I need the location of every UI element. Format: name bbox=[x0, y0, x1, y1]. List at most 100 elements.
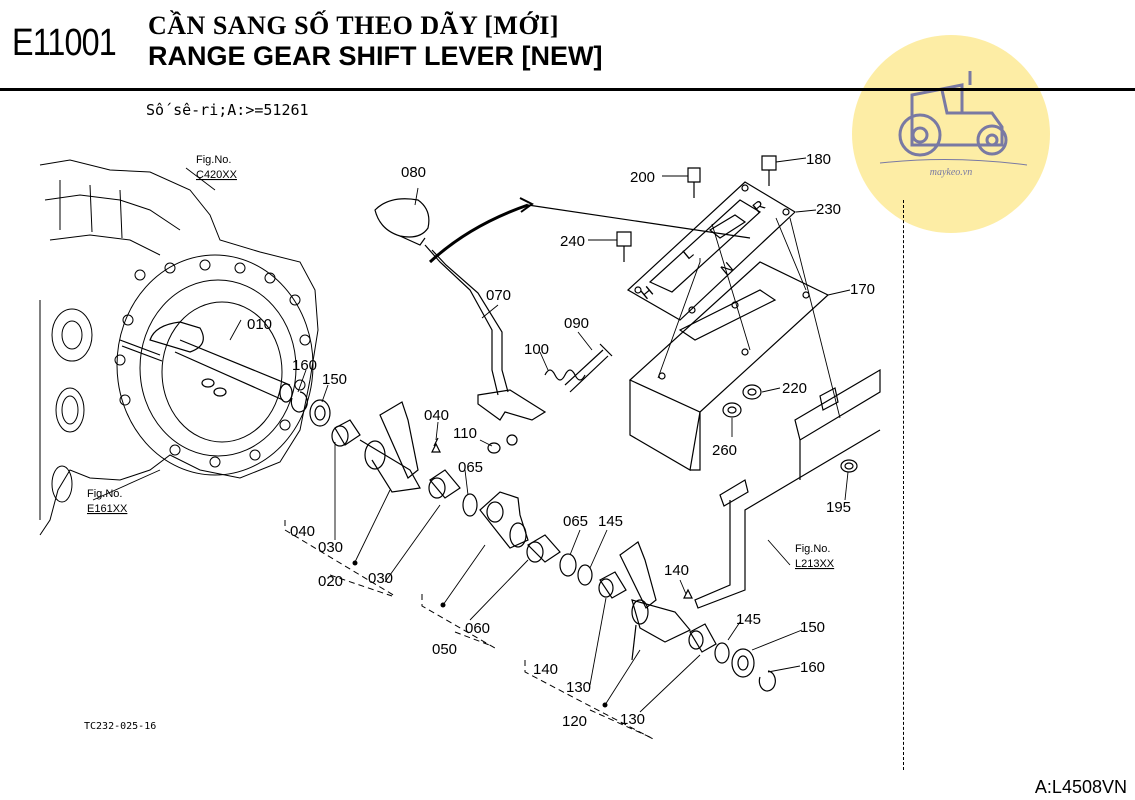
part-080-knob bbox=[374, 198, 430, 246]
callout-010: 010 bbox=[247, 316, 272, 333]
transmission-housing bbox=[39, 159, 319, 536]
part-145-ring-right bbox=[714, 642, 730, 664]
callout-145-upper: 145 bbox=[598, 513, 623, 530]
part-220-nut bbox=[742, 384, 762, 400]
callout-080: 080 bbox=[401, 164, 426, 181]
part-030-bushing-right bbox=[428, 469, 461, 499]
page-reference: A:L4508VN bbox=[1034, 777, 1127, 797]
part-060-shift-hub bbox=[479, 491, 529, 549]
part-145-ring-left bbox=[577, 564, 593, 586]
part-160-circlip-right bbox=[758, 670, 776, 692]
callout-220: 220 bbox=[782, 380, 807, 397]
gate-letters: H L N R bbox=[638, 197, 769, 303]
callout-140-upper: 140 bbox=[664, 562, 689, 579]
callout-145-lower: 145 bbox=[736, 611, 761, 628]
fig-ref-l213: Fig.No. L213XX bbox=[795, 543, 835, 570]
callout-150-left: 150 bbox=[322, 371, 347, 388]
part-090-bolt bbox=[564, 343, 613, 393]
callout-050: 050 bbox=[432, 641, 457, 658]
part-030-bushing-left bbox=[331, 419, 361, 447]
fig-ref-code: E161XX bbox=[87, 503, 128, 515]
gate-letter-r: R bbox=[750, 197, 769, 217]
part-040-grease-nipple bbox=[431, 437, 441, 453]
watermark-logo: maykeo.vn bbox=[852, 35, 1050, 233]
callout-040-upper: 040 bbox=[424, 407, 449, 424]
fig-ref-c420: Fig.No. C420XX bbox=[196, 154, 238, 181]
part-130-bushing-left bbox=[598, 571, 627, 599]
callout-160-right: 160 bbox=[800, 659, 825, 676]
group-leaders bbox=[334, 442, 701, 713]
fig-ref-label: Fig.No. bbox=[196, 154, 231, 166]
drawing-code: TC232-025-16 bbox=[84, 721, 157, 732]
callout-130-right: 130 bbox=[620, 711, 645, 728]
callout-030-right: 030 bbox=[368, 570, 393, 587]
fig-ref-label: Fig.No. bbox=[795, 543, 830, 555]
title-english: RANGE GEAR SHIFT LEVER [NEW] bbox=[148, 41, 603, 71]
callout-090: 090 bbox=[564, 315, 589, 332]
leader-lines bbox=[92, 157, 851, 673]
callout-230: 230 bbox=[816, 201, 841, 218]
part-065-ring-right bbox=[559, 553, 577, 577]
fig-ref-label: Fig.No. bbox=[87, 488, 122, 500]
part-150-washer-right bbox=[731, 648, 755, 678]
page-divider bbox=[903, 200, 904, 770]
logo-text: maykeo.vn bbox=[929, 167, 973, 178]
part-020-range-lever bbox=[359, 401, 421, 493]
part-130-bushing-right bbox=[688, 623, 717, 653]
part-100-spring bbox=[544, 369, 586, 381]
part-010-shaft bbox=[149, 321, 293, 403]
callout-160-left: 160 bbox=[292, 357, 317, 374]
part-160-circlip-left bbox=[290, 391, 308, 413]
part-200-bolt bbox=[687, 167, 701, 198]
callout-195: 195 bbox=[826, 499, 851, 516]
part-180-bolt bbox=[761, 155, 777, 186]
part-195-nut bbox=[840, 459, 858, 473]
title-vietnamese: CẦN SANG SỐ THEO DÃY [MỚI] bbox=[148, 11, 559, 40]
part-110-nut bbox=[487, 434, 518, 454]
callout-140-lower: 140 bbox=[533, 661, 558, 678]
direction-arrow bbox=[428, 203, 529, 264]
callout-070: 070 bbox=[486, 287, 511, 304]
arrow-head bbox=[519, 197, 534, 213]
gate-letter-h: H bbox=[638, 283, 657, 303]
callout-065-left: 065 bbox=[458, 459, 483, 476]
group-dots bbox=[352, 560, 608, 708]
part-070-gear-lever bbox=[424, 244, 547, 421]
callout-020: 020 bbox=[318, 573, 343, 590]
callout-240: 240 bbox=[560, 233, 585, 250]
callout-180: 180 bbox=[806, 151, 831, 168]
group-brackets bbox=[284, 520, 656, 741]
part-230-gate-plate bbox=[626, 181, 796, 321]
callout-060: 060 bbox=[465, 620, 490, 637]
housing-bolts bbox=[119, 339, 227, 397]
fig-ref-code: C420XX bbox=[196, 169, 238, 181]
header-rule bbox=[0, 88, 1135, 91]
callout-030-left: 030 bbox=[318, 539, 343, 556]
part-150-washer-left bbox=[309, 399, 331, 427]
part-120-shift-lever bbox=[619, 541, 691, 661]
part-260-nut bbox=[722, 402, 742, 418]
callout-040-lower: 040 bbox=[290, 523, 315, 540]
fig-ref-code: L213XX bbox=[795, 558, 835, 570]
callout-260: 260 bbox=[712, 442, 737, 459]
callout-100: 100 bbox=[524, 341, 549, 358]
callout-110: 110 bbox=[453, 425, 477, 442]
callout-150-right: 150 bbox=[800, 619, 825, 636]
part-065-ring-left bbox=[462, 493, 478, 517]
gate-letter-l: L bbox=[680, 245, 697, 263]
diagram-code: E11001 bbox=[12, 22, 117, 64]
frame-bracket bbox=[694, 368, 881, 609]
serial-note: Số sê-ri;A:>=51261 bbox=[146, 101, 309, 119]
part-170-console-cover bbox=[628, 261, 830, 471]
part-bushing-center bbox=[526, 534, 561, 563]
gate-letter-n: N bbox=[718, 259, 737, 279]
callout-170: 170 bbox=[850, 281, 875, 298]
fig-ref-e161: Fig.No. E161XX bbox=[87, 488, 128, 515]
callout-065-right: 065 bbox=[563, 513, 588, 530]
callout-120: 120 bbox=[562, 713, 587, 730]
part-240-bolt bbox=[616, 231, 632, 262]
callouts: 080 070 090 100 110 040 065 065 145 010 … bbox=[247, 151, 875, 730]
callout-200: 200 bbox=[630, 169, 655, 186]
callout-130-left: 130 bbox=[566, 679, 591, 696]
